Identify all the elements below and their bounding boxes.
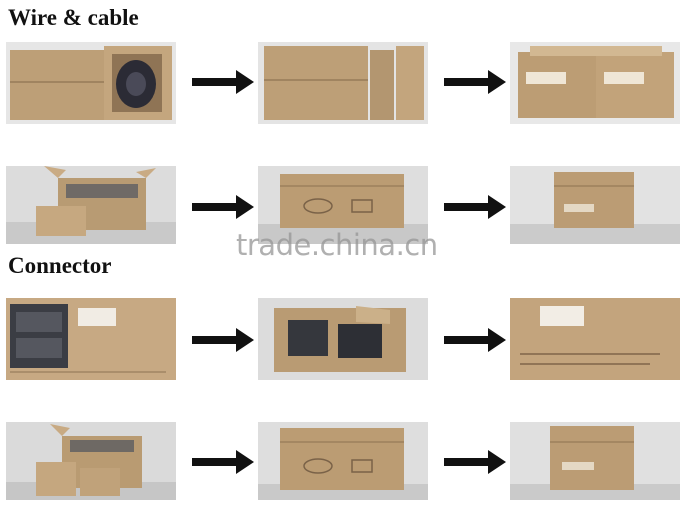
arrow-right-icon <box>444 450 506 474</box>
arrow-right-icon <box>192 195 254 219</box>
packing-photo-connectors-tray <box>258 298 428 380</box>
packing-photo-sealed-box-connectors <box>510 298 680 380</box>
arrow-right-icon <box>192 328 254 352</box>
packing-photo-open-box-connectors <box>6 422 176 500</box>
packing-photo-small-carton-connectors <box>510 422 680 500</box>
packing-photo-closed-box-reels <box>258 166 428 244</box>
arrow-right-icon <box>444 328 506 352</box>
packing-photo-open-box-reels <box>6 166 176 244</box>
packing-photo-closed-box-cable <box>258 42 428 124</box>
arrow-right-icon <box>192 70 254 94</box>
arrow-right-icon <box>444 195 506 219</box>
packing-photo-closed-box-connectors <box>258 422 428 500</box>
section-title-connector: Connector <box>8 253 112 278</box>
arrow-right-icon <box>192 450 254 474</box>
watermark-text: trade.china.cn <box>236 228 438 262</box>
packing-photo-small-carton-reels <box>510 166 680 244</box>
packing-photo-connectors-in-bags <box>6 298 176 380</box>
packing-photo-shipping-cartons-cable <box>510 42 680 124</box>
packing-photo-open-box-cable <box>6 42 176 124</box>
section-title-wire-cable: Wire & cable <box>8 5 139 30</box>
arrow-right-icon <box>444 70 506 94</box>
